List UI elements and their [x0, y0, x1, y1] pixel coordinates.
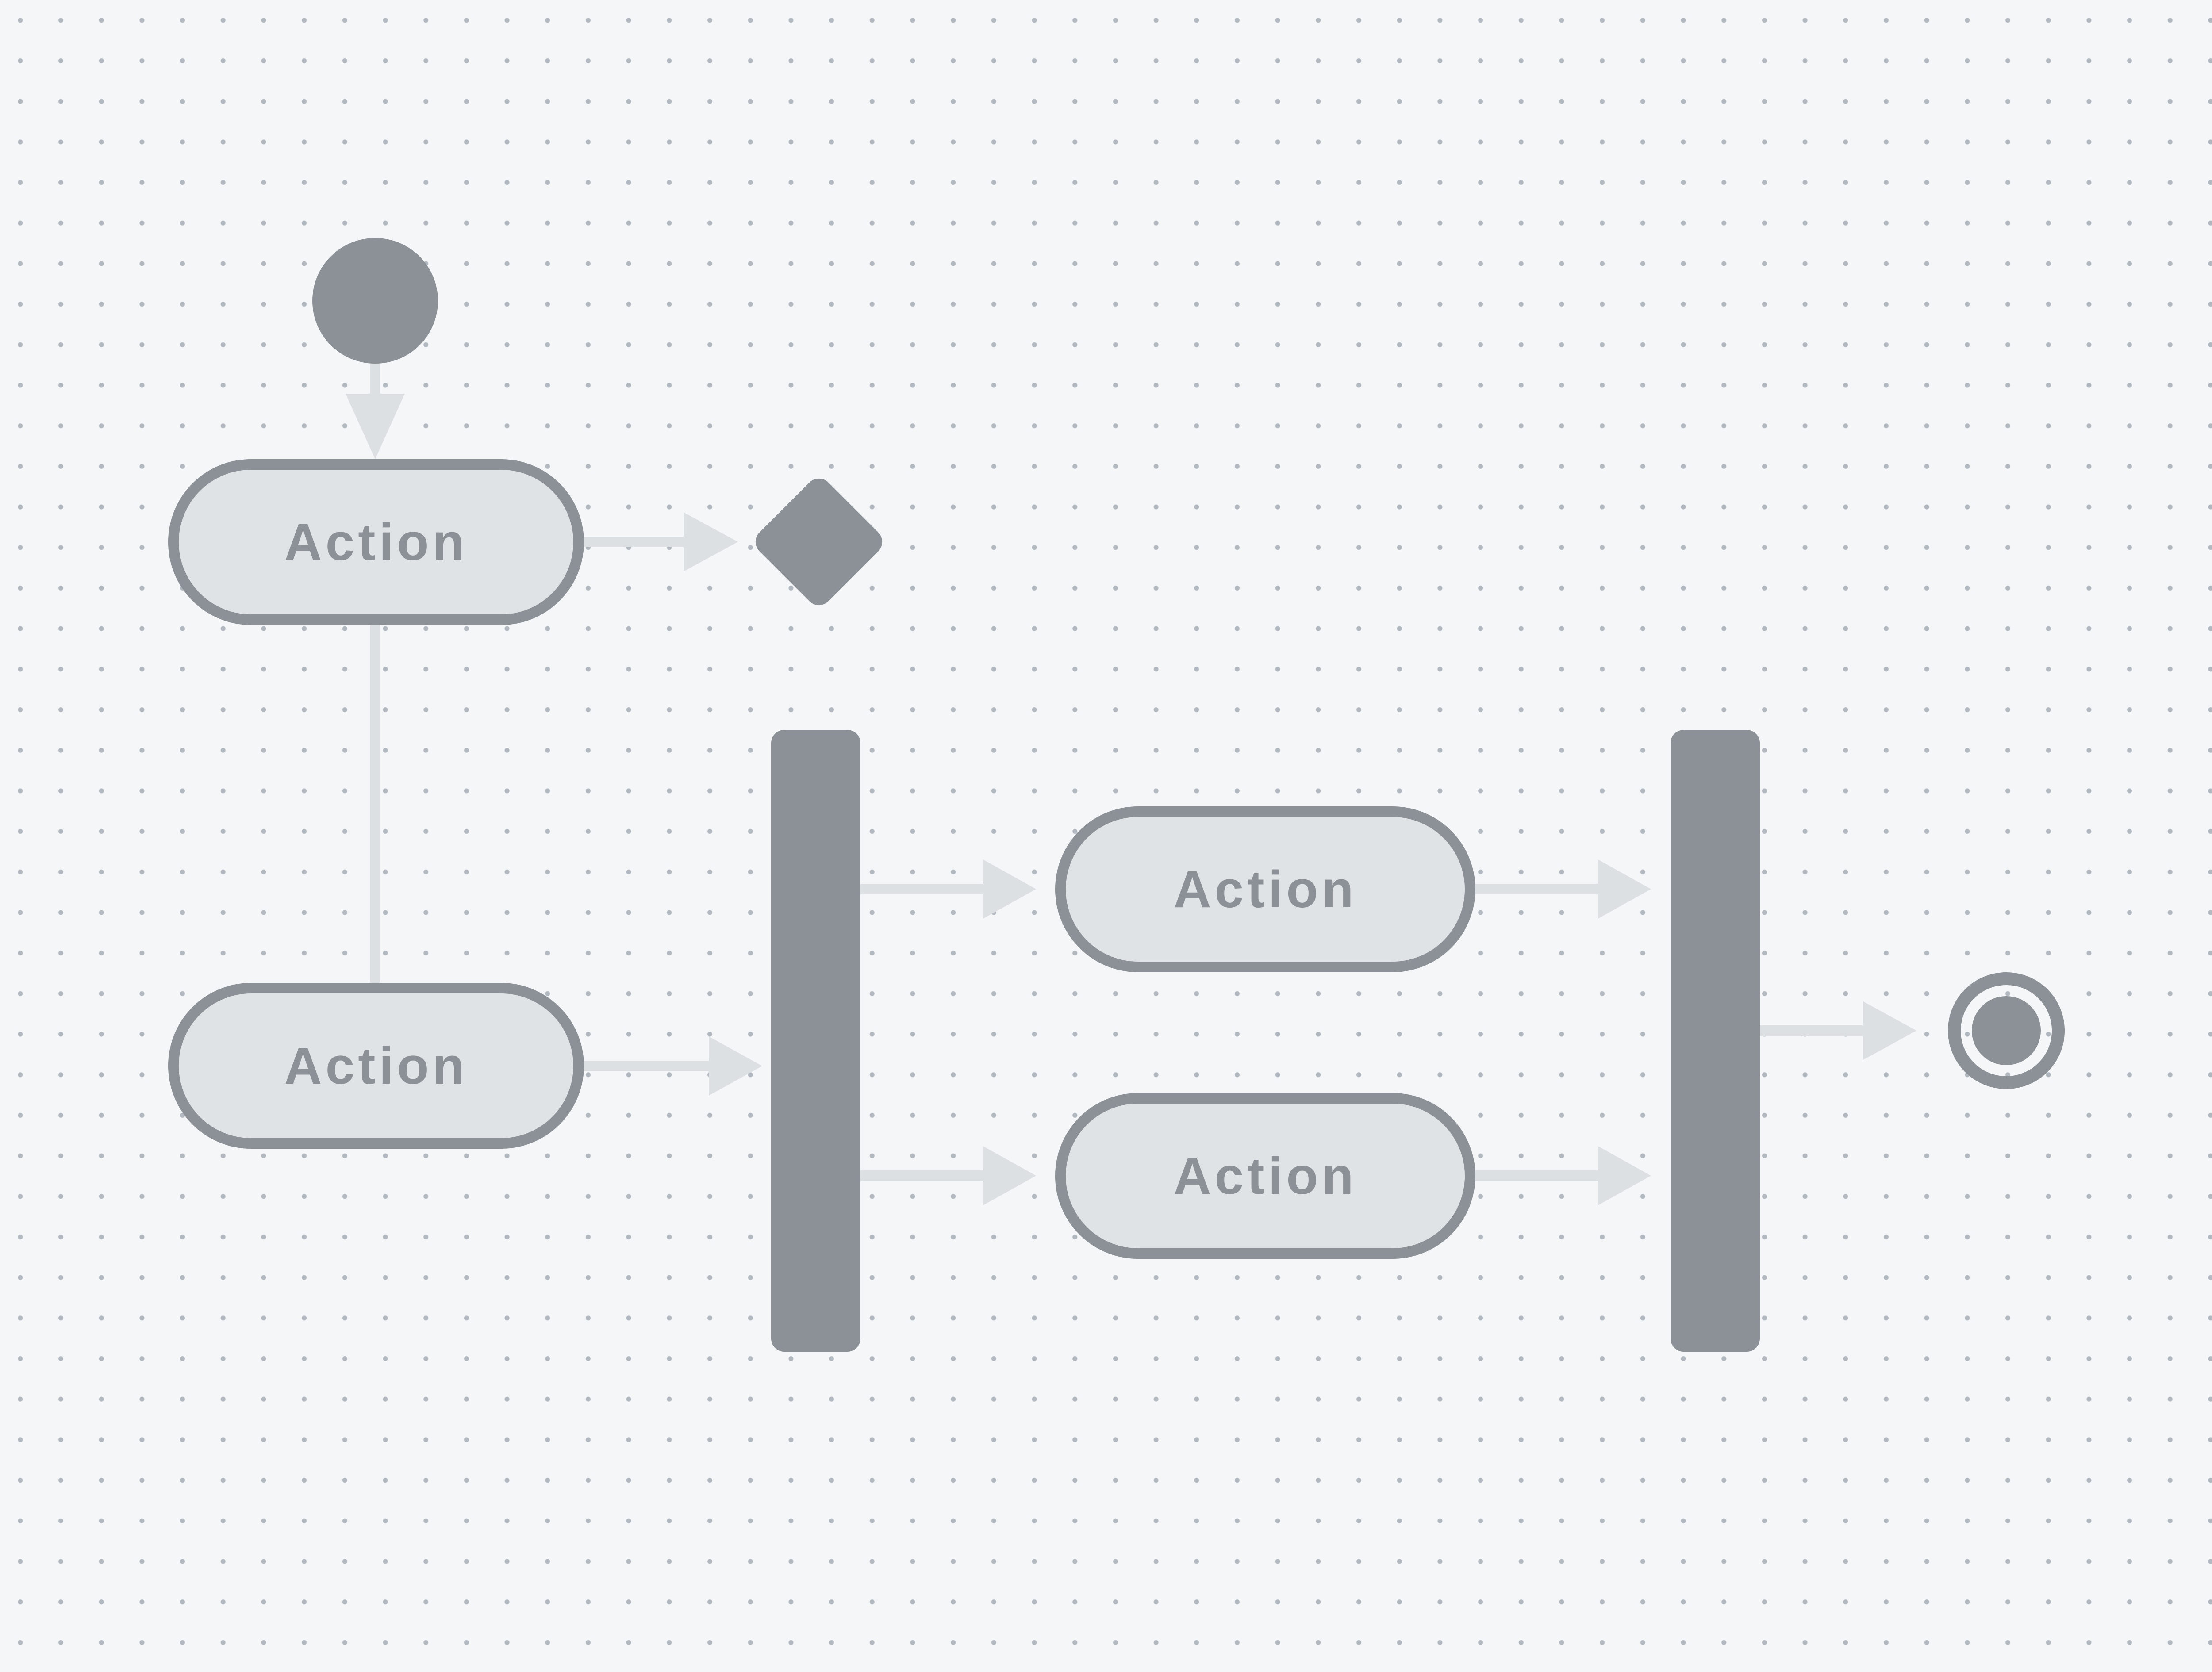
- edge-fork-action3-arrowhead-icon: [983, 859, 1036, 919]
- action-node-3-label: Action: [1173, 860, 1357, 919]
- initial-node[interactable]: [312, 238, 438, 364]
- join-bar-node[interactable]: [1671, 730, 1760, 1352]
- edge-fork-action4[interactable]: [860, 1170, 983, 1181]
- action-node-2-label: Action: [284, 1036, 468, 1095]
- action-node-1-label: Action: [284, 513, 468, 571]
- edge-action3-join-arrowhead-icon: [1598, 859, 1651, 919]
- edge-fork-action3[interactable]: [860, 884, 983, 894]
- decision-node[interactable]: [750, 473, 888, 611]
- edge-fork-action4-arrowhead-icon: [983, 1146, 1036, 1205]
- fork-bar-node[interactable]: [771, 730, 860, 1352]
- edge-action4-join[interactable]: [1475, 1170, 1598, 1181]
- edge-action2-fork-arrowhead-icon: [709, 1036, 762, 1096]
- final-node-inner-dot: [1972, 996, 2041, 1065]
- edge-join-final[interactable]: [1760, 1025, 1863, 1036]
- edge-initial-action1-arrowhead-icon: [346, 394, 405, 459]
- action-node-2[interactable]: Action: [168, 983, 584, 1149]
- action-node-1[interactable]: Action: [168, 459, 584, 625]
- action-node-4[interactable]: Action: [1055, 1093, 1475, 1259]
- edge-initial-action1[interactable]: [370, 364, 380, 394]
- edge-action4-join-arrowhead-icon: [1598, 1146, 1651, 1205]
- edge-action3-join[interactable]: [1475, 884, 1598, 894]
- action-node-4-label: Action: [1173, 1147, 1357, 1205]
- edge-action2-fork[interactable]: [584, 1061, 709, 1071]
- action-node-3[interactable]: Action: [1055, 806, 1475, 972]
- edge-join-final-arrowhead-icon: [1863, 1001, 1916, 1060]
- edge-action1-decision[interactable]: [584, 537, 684, 547]
- edge-action1-action2[interactable]: [370, 625, 380, 983]
- final-node[interactable]: [1948, 972, 2065, 1089]
- edge-action1-decision-arrowhead-icon: [684, 512, 738, 571]
